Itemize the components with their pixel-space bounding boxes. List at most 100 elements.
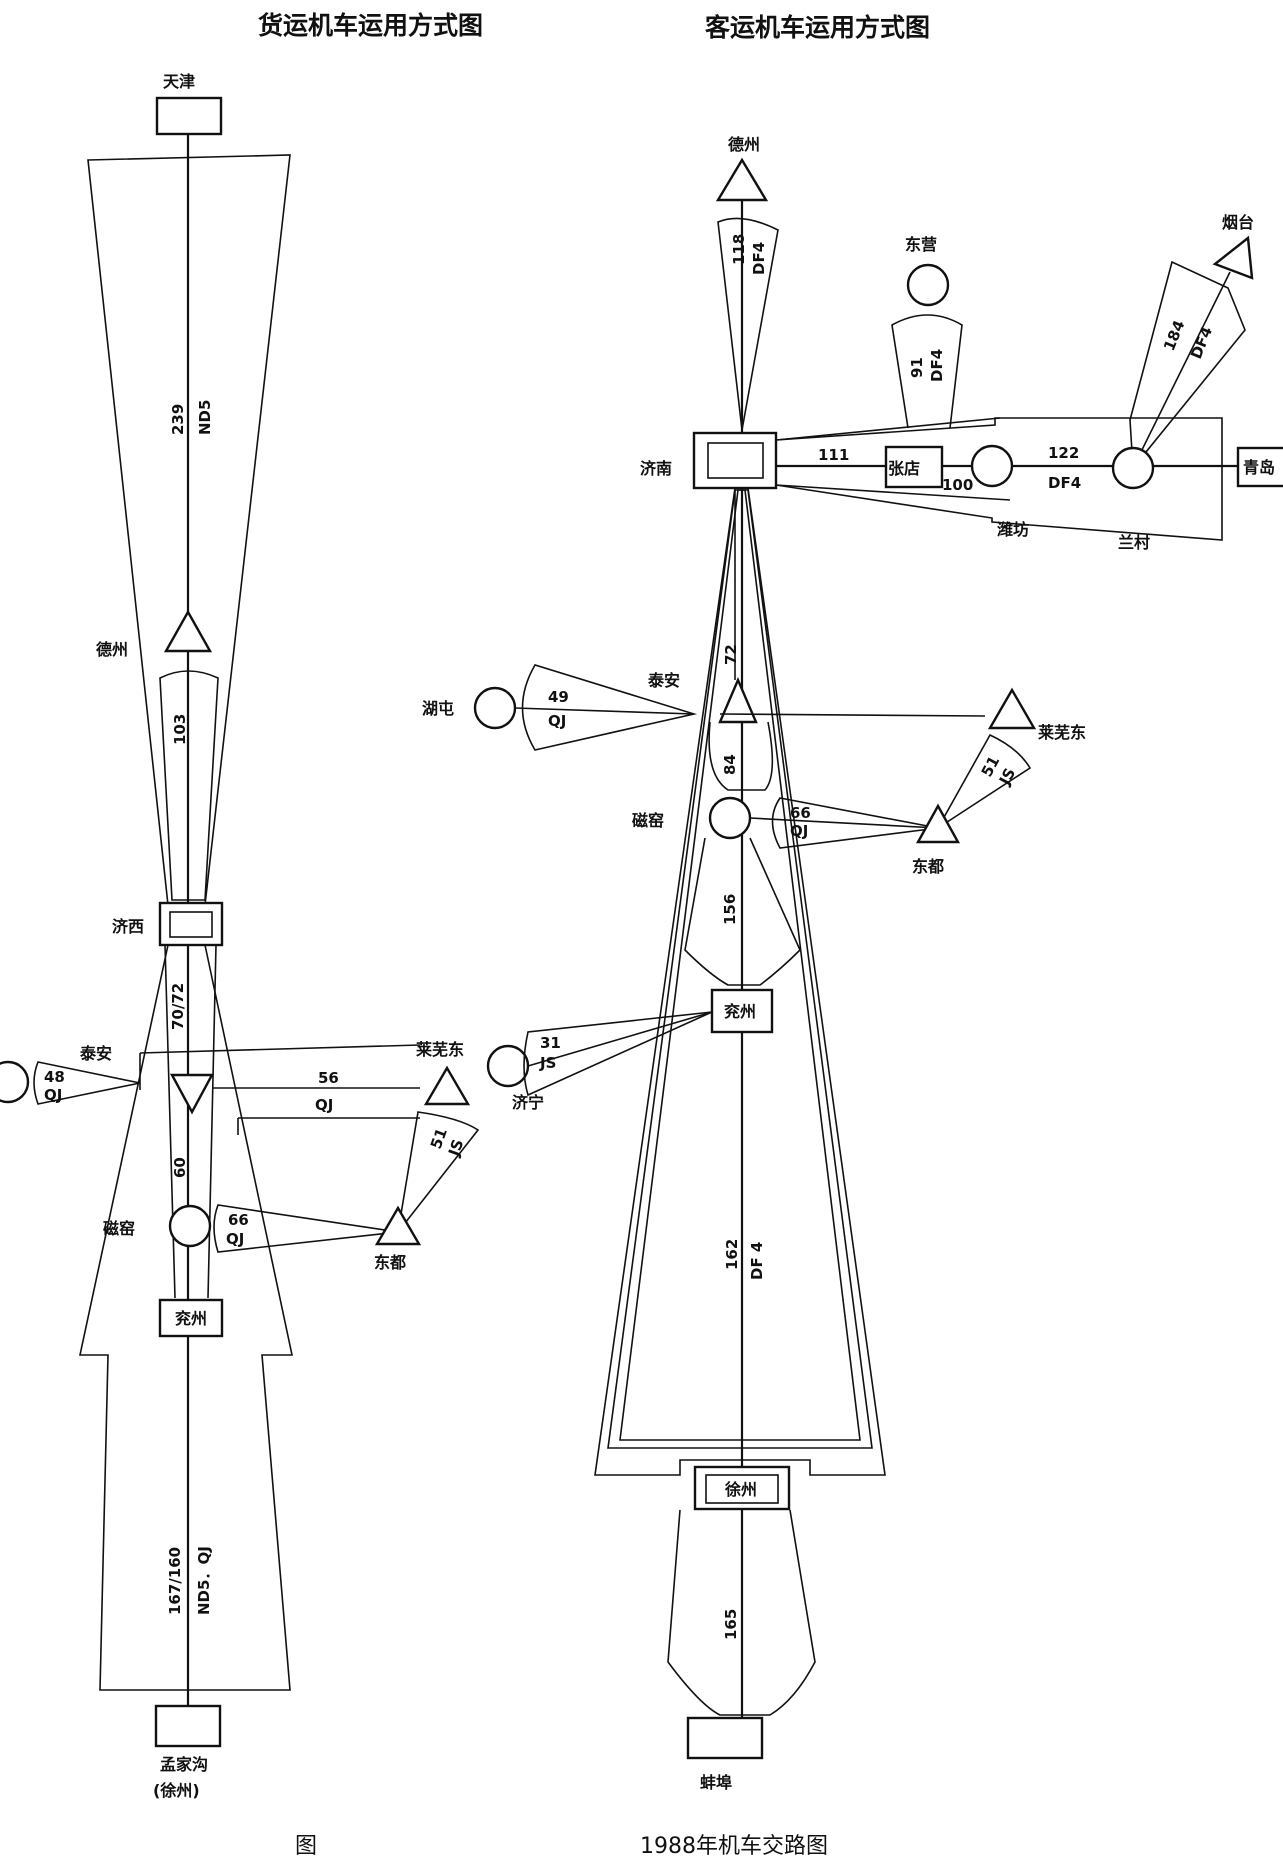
freight-yanzhou-box	[158, 1298, 224, 1338]
passenger-taian-label: 泰安	[647, 671, 680, 690]
freight-cirong-label: 磁窑	[103, 1219, 135, 1238]
passenger-laiwudong-label: 莱芜东	[1038, 723, 1086, 742]
passenger-east-inner-edge	[775, 484, 1011, 501]
freight-tianjin-label: 天津	[163, 72, 195, 91]
passenger-taian-cirong-loop	[708, 721, 774, 791]
freight-laiwudong-triangle	[423, 1065, 471, 1106]
freight-jixi-yanzhou-line-b	[207, 944, 217, 1299]
freight-dezhou-label: 德州	[96, 640, 128, 659]
freight-dezhou-jixi-num: 103	[171, 714, 189, 745]
passenger-east-top-edge	[775, 417, 1001, 441]
passenger-lancun-label: 兰村	[1118, 533, 1150, 552]
passenger-yantai-label: 烟台	[1222, 213, 1254, 232]
freight-dezhou-jixi-shape	[159, 670, 219, 901]
passenger-jinan-xuzhou-mid	[607, 489, 873, 1449]
passenger-dongying-circle	[906, 263, 950, 307]
freight-dongdu-label: 东都	[374, 1253, 406, 1272]
passenger-jining-num: 31	[540, 1034, 561, 1052]
passenger-weifang-label: 潍坊	[997, 520, 1029, 539]
passenger-xuzhou-bengbu-shape	[667, 1509, 816, 1716]
freight-main-south-num: 167/160	[166, 1547, 184, 1615]
passenger-huzhen-circle	[473, 686, 517, 730]
passenger-huzhen-num: 49	[548, 688, 569, 706]
freight-laiwudong-label: 莱芜东	[416, 1040, 464, 1059]
passenger-zhangdian-inner-num: 100	[942, 476, 973, 494]
passenger-jinan-xuzhou-outer	[594, 487, 886, 1476]
passenger-cirong-dongdu-num: 66	[790, 804, 811, 822]
freight-west-circle	[0, 1060, 30, 1104]
passenger-xuzhou-box-inner	[705, 1474, 779, 1504]
freight-tianjin-box	[155, 96, 223, 136]
passenger-diagram: 德州 118 DF4 东营 91 DF4 烟台 184 DF4 济南 111 张…	[422, 135, 1283, 1792]
freight-xuzhou-paren-label: (徐州)	[153, 1781, 200, 1800]
passenger-dezhou-num: 118	[730, 234, 748, 265]
passenger-dezhou-fan	[717, 217, 779, 431]
freight-dongdu-laiwu-type: JS	[445, 1137, 468, 1159]
freight-taian-laiwu-top	[139, 1044, 421, 1054]
passenger-yantai-fan	[1129, 260, 1246, 471]
passenger-yantai-num: 184	[1160, 318, 1188, 354]
passenger-dongying-label: 东营	[905, 235, 937, 254]
passenger-yanzhou-num: 156	[721, 894, 739, 925]
passenger-jinan-xuzhou-inner	[619, 489, 861, 1441]
passenger-dezhou-type: DF4	[750, 242, 768, 275]
freight-taian-laiwu-type: QJ	[315, 1096, 333, 1114]
freight-main-south-type: ND5．QJ	[195, 1546, 213, 1615]
passenger-taian-triangle	[718, 676, 758, 724]
passenger-xuzhou-num: 162	[723, 1239, 741, 1270]
passenger-jining-line	[527, 1011, 713, 1067]
passenger-title: 客运机车运用方式图	[705, 13, 930, 42]
passenger-bengbu-label: 蚌埠	[700, 1773, 732, 1792]
freight-diagram: 天津 239 ND5 德州 103 济西 70/72 167/160 ND5．Q…	[0, 72, 480, 1800]
freight-title: 货运机车运用方式图	[258, 11, 483, 40]
passenger-huzhen-type: QJ	[548, 712, 566, 730]
passenger-bengbu-box	[686, 1716, 764, 1760]
freight-main-north-type: ND5	[196, 400, 214, 435]
freight-mengjiagou-box	[154, 1704, 222, 1748]
passenger-cirong-yanzhou-shape	[684, 837, 801, 986]
passenger-dongdu-laiwu-type: JS	[995, 765, 1019, 789]
freight-dezhou-triangle	[163, 609, 213, 653]
passenger-taian-num: 72	[722, 644, 740, 665]
passenger-dezhou-label: 德州	[728, 135, 760, 154]
passenger-jining-type: JS	[539, 1054, 556, 1072]
freight-taian-west-type: QJ	[44, 1086, 62, 1104]
freight-main-north-num: 239	[169, 404, 187, 435]
freight-jixi-box-inner	[169, 911, 213, 938]
passenger-lancun-circle	[1111, 446, 1155, 490]
passenger-dongying-num: 91	[908, 357, 926, 378]
passenger-yantai-line	[1132, 271, 1231, 469]
passenger-east-funnel	[775, 417, 1223, 541]
passenger-qingdao-box	[1236, 446, 1283, 488]
passenger-zhangdian-box	[884, 445, 944, 489]
freight-yanzhou-label: 兖州	[175, 1309, 207, 1328]
passenger-qingdao-label: 青岛	[1243, 458, 1275, 477]
passenger-huzhen-line	[514, 707, 695, 715]
passenger-zhangdian-num: 111	[818, 446, 849, 464]
passenger-yantai-type: DF4	[1187, 324, 1216, 361]
passenger-cirong-num: 84	[721, 754, 739, 775]
freight-taian-west-num: 48	[44, 1068, 65, 1086]
passenger-cirong-circle	[708, 796, 752, 840]
passenger-cirong-dongdu-fan	[771, 797, 939, 849]
passenger-huzhen-label: 湖屯	[422, 699, 454, 718]
passenger-cirong-label: 磁窑	[632, 811, 664, 830]
passenger-xuzhou-type: DF 4	[748, 1242, 766, 1280]
passenger-taian-laiwu-line	[719, 713, 986, 717]
freight-cirong-circle	[168, 1204, 212, 1248]
passenger-dongdu-triangle	[915, 803, 961, 844]
passenger-dezhou-triangle	[715, 157, 769, 202]
passenger-jinan-label: 济南	[640, 459, 672, 478]
passenger-dongying-type: DF4	[928, 349, 946, 382]
passenger-jining-fan	[523, 1011, 713, 1097]
passenger-cirong-dongdu-type: QJ	[790, 822, 808, 840]
freight-taian-laiwu-num: 56	[318, 1069, 339, 1087]
passenger-jinan-box-inner	[707, 442, 764, 479]
freight-jixi-label: 济西	[112, 917, 144, 936]
passenger-zhangdian-label: 张店	[888, 459, 920, 478]
passenger-dongdu-laiwu-fan	[937, 733, 1032, 829]
passenger-yanzhou-label: 兖州	[724, 1002, 756, 1021]
freight-dongdu-triangle	[374, 1205, 422, 1246]
